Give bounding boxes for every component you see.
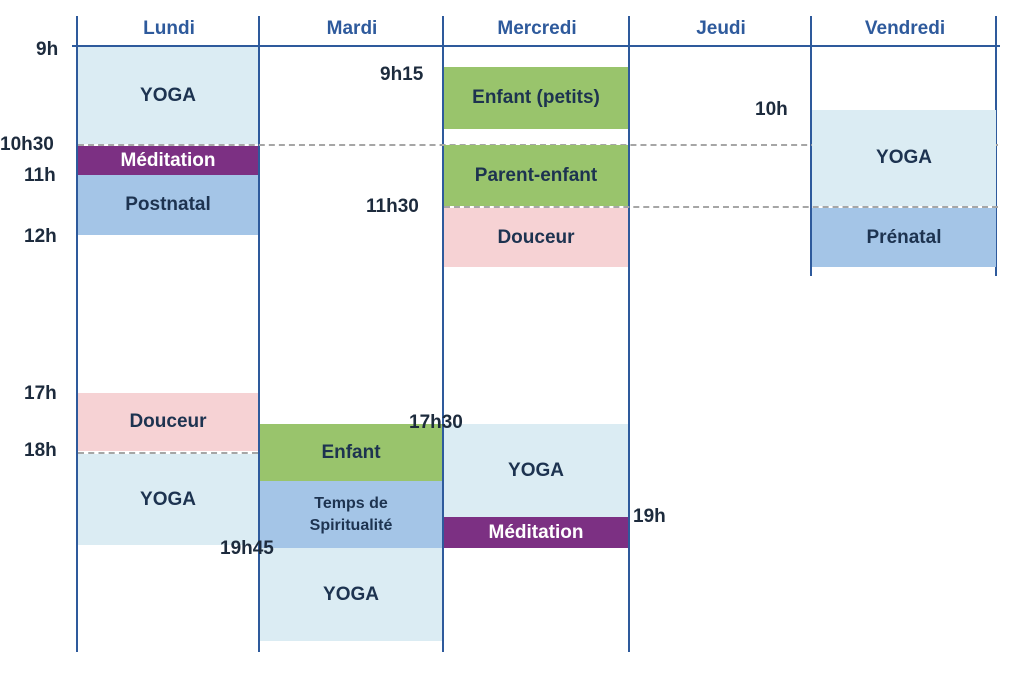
guide-line-11h30	[444, 206, 998, 208]
class-label: YOGA	[876, 147, 932, 168]
time-label-12h: 12h	[24, 226, 57, 247]
day-header-lundi: Lundi	[143, 18, 195, 39]
class-block-mardi-yoga[interactable]: YOGA	[260, 548, 442, 641]
column-line-2	[258, 16, 260, 652]
class-block-mercredi-yoga[interactable]: YOGA	[444, 424, 628, 517]
class-label: Méditation	[488, 521, 584, 543]
class-block-mercredi-enfant-petits[interactable]: Enfant (petits)	[444, 67, 628, 129]
column-line-4	[628, 16, 630, 652]
class-block-lundi-postnatal[interactable]: Postnatal	[78, 175, 258, 235]
day-header-mardi: Mardi	[326, 18, 378, 39]
class-block-mercredi-douceur[interactable]: Douceur	[444, 208, 628, 267]
time-label-19h: 19h	[633, 506, 666, 527]
column-line-1	[76, 16, 78, 652]
time-label-9h15: 9h15	[380, 64, 424, 85]
class-label-line2: Spiritualité	[309, 516, 393, 534]
class-block-mercredi-meditation[interactable]: Méditation	[444, 517, 628, 548]
time-label-9h: 9h	[36, 39, 59, 60]
class-label: YOGA	[508, 459, 564, 481]
time-label-11h30: 11h30	[366, 196, 419, 217]
time-label-18h: 18h	[24, 440, 57, 461]
class-block-vendredi-prenatal[interactable]: Prénatal	[812, 208, 996, 267]
time-label-19h45: 19h45	[220, 538, 274, 559]
class-block-mercredi-parent-enfant[interactable]: Parent-enfant	[444, 145, 628, 206]
header-divider-line	[72, 45, 1000, 47]
class-label: YOGA	[140, 84, 196, 106]
class-label: Enfant (petits)	[472, 87, 600, 108]
column-line-6	[995, 16, 997, 276]
class-block-lundi-douceur[interactable]: Douceur	[78, 393, 258, 451]
class-label: Parent-enfant	[474, 164, 598, 186]
day-header-vendredi: Vendredi	[864, 18, 946, 39]
time-label-17h30: 17h30	[409, 412, 463, 433]
class-label: YOGA	[140, 488, 196, 510]
class-block-mardi-spiritualite[interactable]: Temps de Spiritualité	[260, 481, 442, 548]
class-block-vendredi-yoga[interactable]: YOGA	[812, 110, 996, 206]
class-label: Postnatal	[125, 194, 211, 215]
class-label: YOGA	[323, 583, 379, 605]
time-label-11h: 11h	[24, 165, 56, 186]
class-block-mardi-enfant[interactable]: Enfant	[260, 424, 442, 481]
column-line-3	[442, 16, 444, 652]
class-label: Prénatal	[866, 226, 942, 248]
day-header-mercredi: Mercredi	[497, 18, 577, 39]
time-label-10h: 10h	[755, 99, 788, 120]
class-label: Enfant	[321, 441, 381, 463]
day-header-jeudi: Jeudi	[696, 18, 746, 39]
class-label-line1: Temps de	[314, 494, 388, 512]
class-block-lundi-yoga-evening[interactable]: YOGA	[78, 454, 258, 545]
class-label: Méditation	[120, 149, 216, 171]
time-label-17h: 17h	[24, 383, 57, 404]
guide-line-18h	[78, 452, 258, 454]
class-block-lundi-yoga-morning[interactable]: YOGA	[78, 47, 258, 144]
column-line-5	[810, 16, 812, 276]
class-label: Douceur	[129, 411, 207, 432]
class-block-lundi-meditation[interactable]: Méditation	[78, 146, 258, 175]
class-label: Douceur	[497, 226, 575, 248]
time-label-10h30: 10h30	[0, 134, 54, 155]
